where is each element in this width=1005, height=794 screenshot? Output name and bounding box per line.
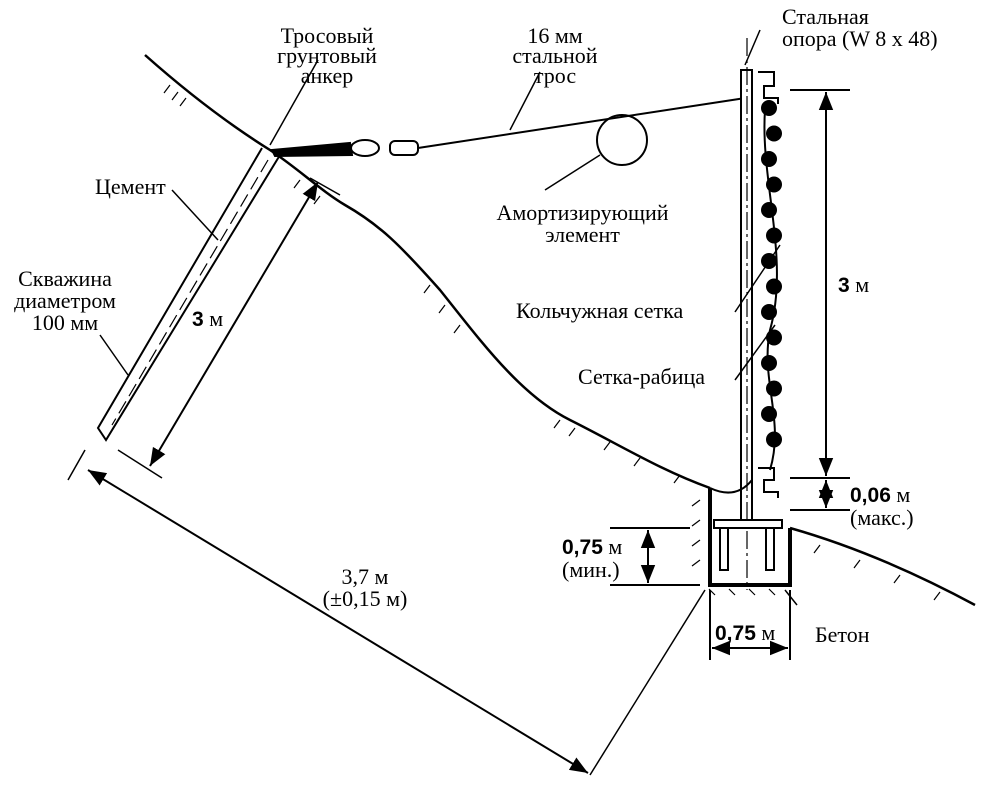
- dimension-lines: [87, 89, 850, 774]
- dim-anchor-length: 3 м: [192, 306, 224, 331]
- steel-cable: [417, 96, 753, 149]
- turnbuckle: [389, 140, 419, 156]
- label-concrete: Бетон: [815, 622, 870, 647]
- cable-anchor: [270, 139, 419, 158]
- dim-post-height: 3 м: [838, 272, 870, 297]
- label-cement: Цемент: [95, 174, 166, 199]
- chain-ring: [761, 355, 777, 371]
- foundation-pit: [708, 488, 792, 587]
- lower-ground-line: [789, 526, 976, 607]
- dim-gap: 0,06 м(макс.): [850, 482, 914, 530]
- chain-ring: [761, 151, 777, 167]
- chain-ring: [761, 202, 777, 218]
- leader-lines: [67, 29, 798, 776]
- chain-link-fence: [763, 109, 778, 471]
- slope-ground-line: [144, 54, 711, 490]
- dim-depth: 0,75 м(мин.): [562, 534, 623, 582]
- label-chain-link: Сетка-рабица: [578, 364, 706, 389]
- chain-ring: [766, 278, 782, 295]
- dim-width: 0,75 м: [715, 620, 776, 645]
- chain-ring: [766, 125, 782, 142]
- ground-hatching: [163, 84, 941, 601]
- dim-spacing: 3,7 м(±0,15 м): [322, 564, 408, 611]
- label-chain-mesh: Кольчужная сетка: [516, 298, 684, 323]
- shock-absorber: [596, 114, 648, 166]
- chain-ring: [766, 380, 782, 397]
- chain-ring: [761, 100, 777, 116]
